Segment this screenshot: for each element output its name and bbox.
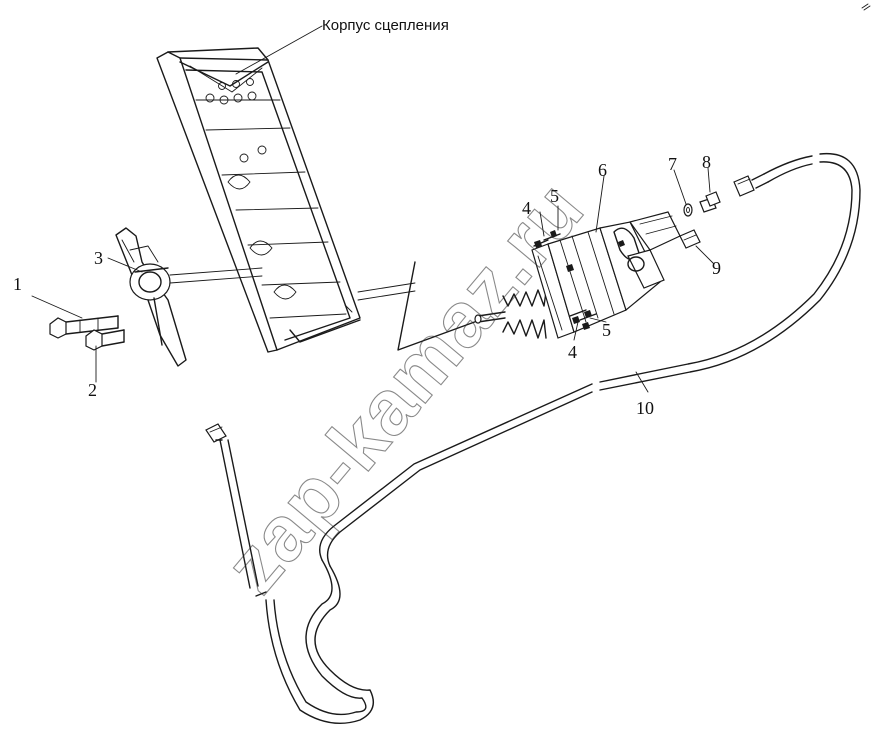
shaft-axis-line xyxy=(169,261,481,351)
label-4-bottom: 4 xyxy=(568,342,577,362)
label-9: 9 xyxy=(712,258,721,278)
screw-group-top xyxy=(533,230,561,248)
watermark: zap-kamaz.ru xyxy=(207,164,601,609)
label-4-top: 4 xyxy=(522,198,531,218)
fitting-7-washer xyxy=(683,203,693,217)
bolt-1 xyxy=(49,315,119,339)
label-10: 10 xyxy=(636,398,654,418)
label-1: 1 xyxy=(13,274,22,294)
corner-mark xyxy=(861,3,871,11)
leader-lines xyxy=(31,25,715,393)
label-5-bottom: 5 xyxy=(602,320,611,340)
clutch-housing xyxy=(156,47,361,353)
title-label: Корпус сцепления xyxy=(322,17,449,34)
label-3: 3 xyxy=(94,248,103,268)
fitting-9-plug xyxy=(679,229,701,249)
fitting-8-union xyxy=(699,191,721,213)
clutch-booster xyxy=(474,211,681,339)
clutch-fork-lever xyxy=(115,227,187,367)
label-8: 8 xyxy=(702,152,711,172)
bolt-2 xyxy=(85,329,125,351)
air-pipe-10 xyxy=(205,152,861,725)
label-5-top: 5 xyxy=(550,186,559,206)
label-7: 7 xyxy=(668,154,677,174)
label-6: 6 xyxy=(598,160,607,180)
watermark-text: zap-kamaz.ru xyxy=(208,165,601,609)
label-2: 2 xyxy=(88,380,97,400)
callout-labels: Корпус сцепления 1 2 3 4 5 6 7 8 9 10 4 … xyxy=(13,17,721,418)
